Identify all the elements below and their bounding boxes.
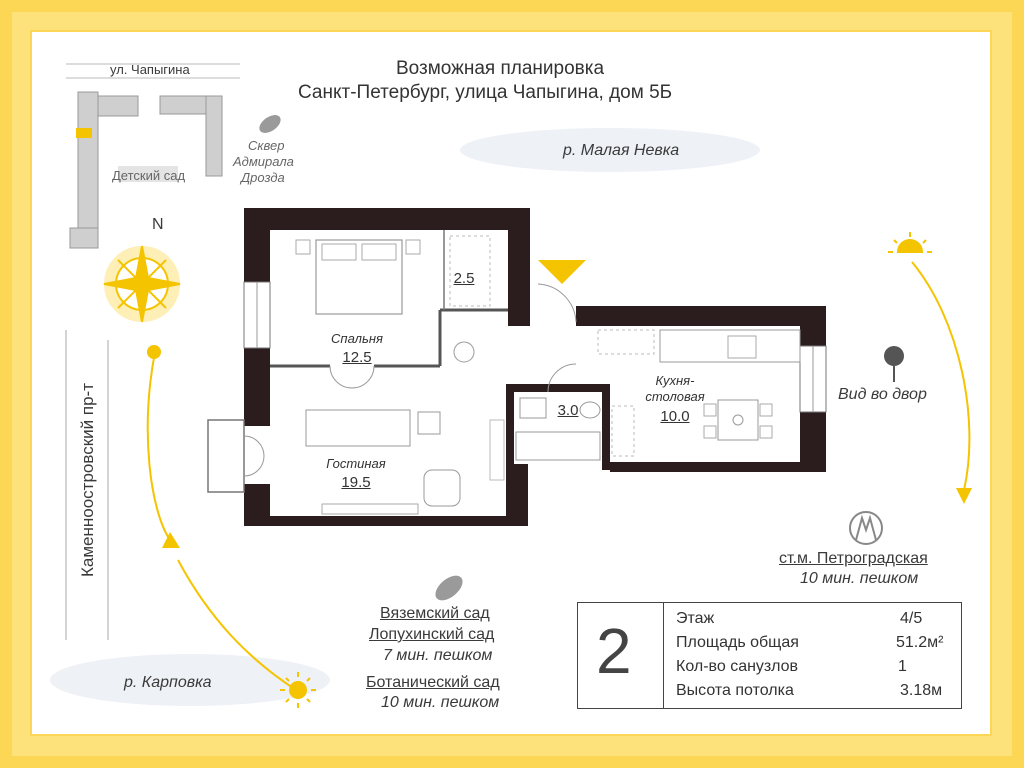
info-area-label: Площадь общая [676,634,799,651]
map-buildings [69,91,223,249]
compass-icon [103,245,181,323]
sun-path-left-2 [177,559,297,691]
kitchen-label-1: Кухня- [655,373,695,388]
river-wash-bottom [50,654,330,706]
park-label-3: Дрозда [241,170,285,185]
closet-area: 2.5 [453,270,475,287]
info-bath-label: Кол-во санузлов [676,658,798,675]
living-label: Гостиная [326,456,386,471]
park-label-1: Сквер [248,138,285,153]
info-divider [663,602,664,709]
park-label-2: Адмирала [233,154,294,169]
address-title: Санкт-Петербург, улица Чапыгина, дом 5Б [298,82,673,103]
garden-walk-2: 10 мин. пешком [381,694,500,711]
leaf-icon-garden [435,575,463,601]
sun-icon-right [888,232,932,253]
river-bottom-label: р. Карповка [124,674,212,691]
kindergarten-label: Детский сад [112,168,186,183]
metro-icon [849,511,883,545]
moon-icon [147,345,161,359]
sun-path-right [911,261,971,491]
metro-walk: 10 мин. пешком [800,570,919,587]
sun-path-left [146,351,171,541]
arrow-icon-right [956,488,972,504]
plan-title: Возможная планировка [396,58,605,79]
bedroom-label: Спальня [331,331,383,346]
leaf-icon [259,115,281,133]
garden-link-3[interactable]: Ботанический сад [366,674,500,691]
info-floor-label: Этаж [676,610,715,627]
room-count: 2 [596,615,632,687]
metro-link[interactable]: ст.м. Петроградская [779,550,928,567]
arrow-icon [162,532,180,548]
map-pin-icon [884,346,904,382]
floor-plan [207,208,827,526]
sun-icon [280,672,316,708]
view-label: Вид во двор [838,386,927,403]
kitchen-label-2: столовая [645,389,705,404]
info-ceiling-label: Высота потолка [676,682,794,699]
info-bath-value: 1 [898,658,907,675]
bath-area: 3.0 [557,402,579,419]
garden-walk-1: 7 мин. пешком [383,647,493,664]
street-top-label: ул. Чапыгина [110,62,190,77]
avenue-label: Каменноостровский пр-т [78,383,97,577]
river-wash-top [460,128,760,172]
kindergarten-area [118,166,178,182]
info-box [577,602,962,709]
garden-link-1[interactable]: Вяземский сад [380,605,490,622]
garden-link-2[interactable]: Лопухинский сад [369,626,495,643]
river-top-label: р. Малая Невка [563,142,680,159]
bedroom-area: 12.5 [342,349,372,366]
kitchen-area: 10.0 [660,408,690,425]
info-floor-value: 4/5 [900,610,923,627]
compass-north-label: N [152,216,164,233]
info-area-value: 51.2м² [896,634,944,651]
living-area: 19.5 [341,474,371,491]
info-ceiling-value: 3.18м [900,682,943,699]
home-marker [76,128,92,138]
